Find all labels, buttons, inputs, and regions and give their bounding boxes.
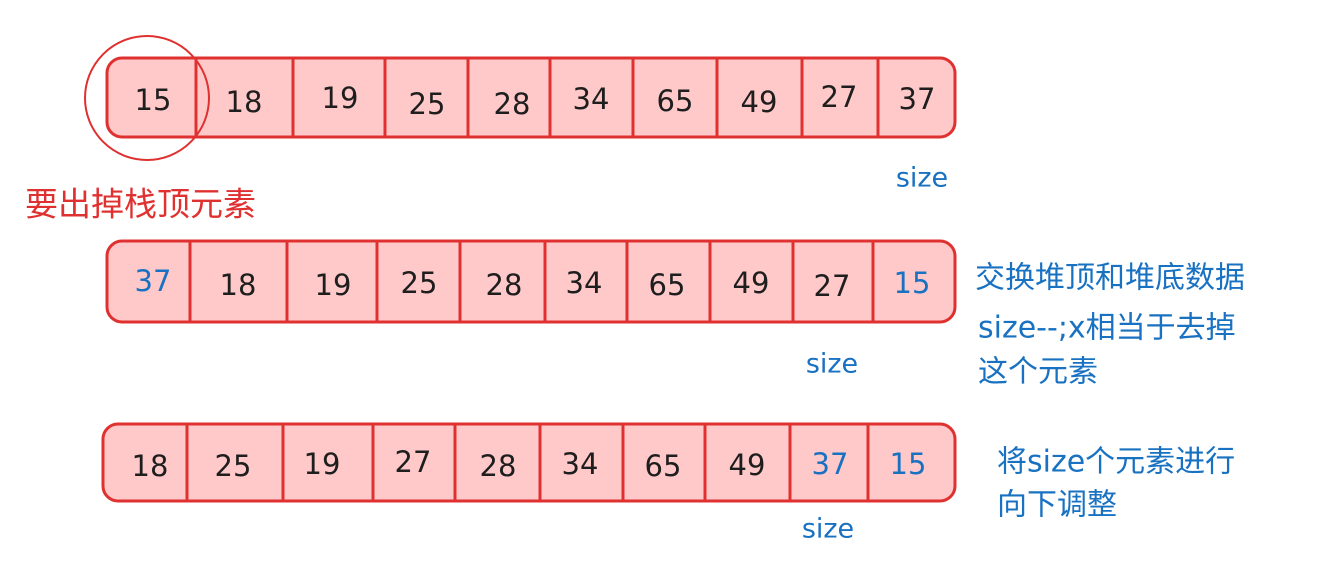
cell-value: 37: [899, 82, 936, 116]
cell-value: 65: [649, 268, 686, 302]
array-row-1: 15 18 19 25 28 34 65 49 27 37 size: [84, 35, 957, 194]
array-box: [105, 56, 957, 139]
cell-value: 34: [562, 447, 599, 481]
cell-value: 34: [566, 266, 603, 300]
cell-value: 28: [480, 449, 517, 483]
adjust-annotation-line2: 向下调整: [997, 488, 1117, 523]
array-row-2: 37 18 19 25 28 34 65 49 27 15 size: [105, 239, 957, 380]
cell-value: 19: [315, 268, 352, 302]
cell-value: 28: [494, 87, 531, 121]
cell-value: 28: [486, 268, 523, 302]
size-pointer-label: size: [806, 349, 858, 380]
cell-value: 25: [409, 87, 446, 121]
array-box: [105, 239, 957, 324]
cell-value: 18: [226, 85, 263, 119]
cell-value: 15: [890, 447, 927, 481]
cell-value: 65: [645, 449, 682, 483]
cell-value: 27: [395, 445, 432, 479]
adjust-annotation-line1: 将size个元素进行: [997, 445, 1235, 480]
cell-value: 18: [132, 449, 169, 483]
size-pointer-label: size: [802, 514, 854, 545]
size-pointer-label: size: [896, 163, 948, 194]
cell-value: 49: [741, 85, 778, 119]
cell-value: 25: [215, 449, 252, 483]
cell-value: 34: [573, 82, 610, 116]
swap-annotation-line2: size--;x相当于去掉: [978, 311, 1236, 346]
cell-value: 15: [894, 266, 931, 300]
pop-top-annotation: 要出掉栈顶元素: [25, 185, 256, 224]
cell-value: 27: [821, 80, 858, 114]
cell-value: 19: [322, 81, 359, 115]
cell-value: 49: [729, 448, 766, 482]
cell-value: 27: [814, 269, 851, 303]
pop-target-circle: [84, 35, 210, 161]
cell-value: 37: [812, 447, 849, 481]
swap-annotation-line3: 这个元素: [978, 355, 1098, 390]
array-box: [101, 422, 957, 503]
cell-value: 65: [657, 84, 694, 118]
cell-value: 18: [220, 268, 257, 302]
cell-value: 25: [401, 266, 438, 300]
cell-value: 19: [304, 447, 341, 481]
array-row-3: 18 25 19 27 28 34 65 49 37 15 size: [101, 422, 957, 545]
cell-value: 15: [135, 83, 172, 117]
cell-value: 37: [135, 264, 172, 298]
cell-value: 49: [733, 266, 770, 300]
swap-annotation-line1: 交换堆顶和堆底数据: [975, 261, 1245, 296]
